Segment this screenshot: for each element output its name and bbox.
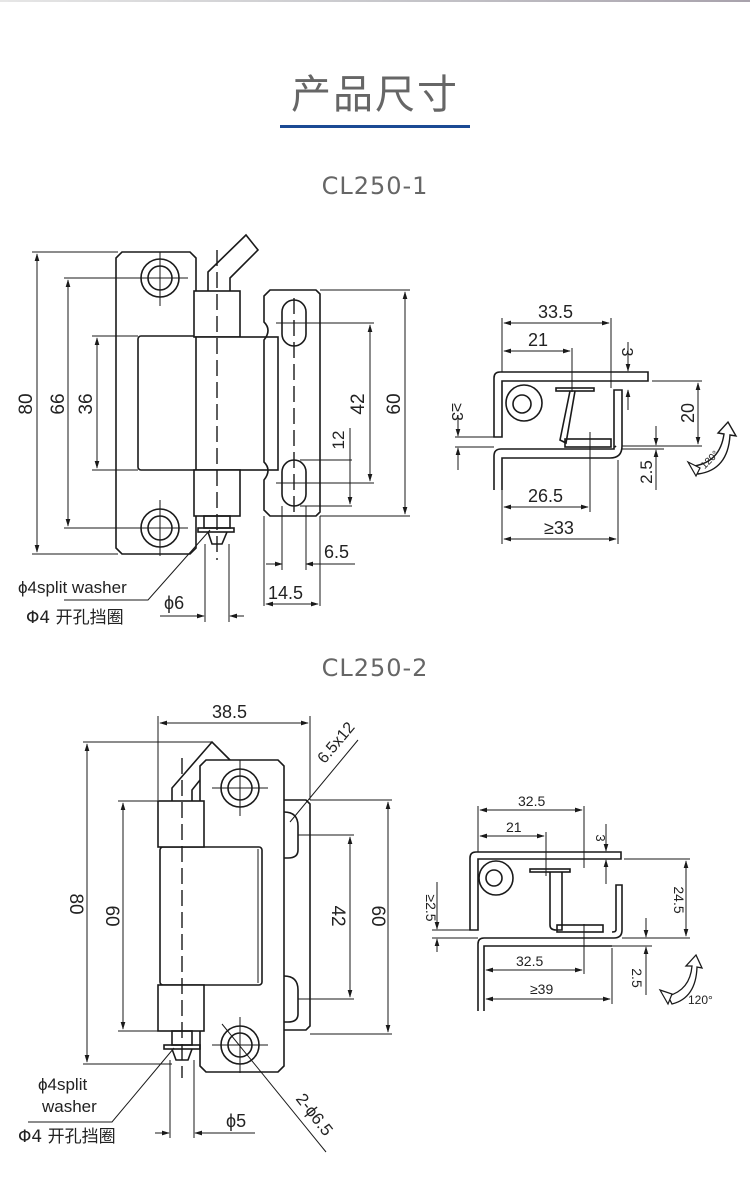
- hinge-body: [137, 335, 199, 471]
- dim-label: ≥39: [530, 981, 553, 997]
- dim-label: 24.5: [671, 886, 687, 913]
- pin-circle-icon: [478, 860, 514, 896]
- pin-handle: [207, 233, 260, 291]
- dim-label: 60: [367, 905, 388, 926]
- dim-label: 42: [327, 905, 348, 926]
- dim-label: 32.5: [518, 793, 545, 809]
- right-leaf: [263, 289, 321, 517]
- dim-label: 36: [76, 393, 97, 414]
- holes-leader: [221, 1023, 327, 1153]
- dim-label: 60: [101, 905, 122, 926]
- back-leaf: [284, 799, 311, 1031]
- washer-label-en-line2: washer: [41, 1097, 97, 1116]
- rotation-arrow-icon: [686, 420, 738, 478]
- hinge-center-body: [195, 336, 279, 471]
- dim-label: 42: [348, 393, 369, 414]
- title-underline: [280, 125, 470, 128]
- split-washer: [197, 527, 235, 533]
- bottom-leaf-profile: [477, 884, 623, 1011]
- top-leaf-profile: [493, 371, 649, 438]
- page-title: 产品尺寸: [291, 72, 459, 118]
- dim-label: ϕ5: [226, 1111, 246, 1131]
- slot: [283, 811, 299, 859]
- pin-handle: [171, 740, 231, 801]
- dim-label: ϕ6: [164, 593, 184, 613]
- left-leaf: [115, 251, 197, 555]
- cl250-1-side-view: ≥3 33.5 21 3 20 2.5 26.5 ≥33: [448, 302, 738, 544]
- dim-label: 80: [65, 893, 86, 914]
- washer-label-en-line1: ϕ4split: [38, 1075, 87, 1094]
- rotation-label: 120°: [688, 993, 713, 1007]
- dim-label: 33.5: [538, 302, 573, 322]
- dim-label: 3: [618, 348, 635, 357]
- dim-label: 66: [48, 393, 69, 414]
- cl250-1-front-view: 80 66 36 42 60 12 6.5 14.5 ϕ6: [16, 233, 410, 628]
- dim-label: 20: [678, 403, 698, 423]
- cl250-2-front-view: 38.5 6.5x12 80 60 42 60 2-ϕ6.5 ϕ5 ϕ4spli…: [18, 702, 392, 1153]
- washer-label-cn: Φ4 开孔挡圈: [18, 1127, 116, 1147]
- dim-label: ≥3: [448, 403, 465, 421]
- dim-label: 21: [506, 819, 522, 835]
- washer-label-cn: Φ4 开孔挡圈: [26, 608, 124, 628]
- slot: [283, 975, 299, 1023]
- mounting-hole-icon: [132, 500, 188, 556]
- dim-label: 3: [593, 834, 608, 841]
- dim-label: 14.5: [268, 583, 303, 603]
- slot-leader: [289, 739, 359, 823]
- dim-label: 6.5: [324, 542, 349, 562]
- dim-label: 80: [16, 393, 37, 414]
- rotation-arrow-icon: [658, 953, 704, 1006]
- top-leaf-profile: [469, 851, 622, 931]
- dim-label: 26.5: [528, 486, 563, 506]
- dim-label: 6.5x12: [315, 719, 359, 767]
- washer-leader: [28, 1047, 175, 1123]
- dim-label: 32.5: [516, 953, 543, 969]
- mounting-hole-icon: [212, 1017, 268, 1073]
- dim-label: 60: [384, 393, 405, 414]
- dim-label: ≥33: [544, 518, 574, 538]
- knuckle-top: [157, 800, 205, 848]
- dim-label: 2.5: [637, 460, 656, 484]
- hinge-body: [159, 846, 263, 986]
- washer-leader: [64, 529, 211, 601]
- dim-label: ≥2.5: [423, 894, 439, 921]
- mounting-hole-icon: [212, 760, 268, 816]
- mounting-hole-icon: [132, 252, 188, 306]
- bottom-leaf-profile: [493, 389, 623, 490]
- top-border: [0, 0, 750, 2]
- cl250-2-side-view: ≥2.5 32.5 21 3 24.5 2.5 32.5 ≥39: [423, 793, 713, 1011]
- model-title-cl250-1: CL250-1: [321, 172, 429, 200]
- knuckle-bottom: [157, 984, 205, 1032]
- dim-label: 21: [528, 330, 548, 350]
- dim-label: 2.5: [629, 968, 645, 988]
- dim-label: 38.5: [212, 702, 247, 722]
- dim-label: 2-ϕ6.5: [292, 1090, 337, 1140]
- washer-label-en: ϕ4split washer: [18, 578, 127, 597]
- model-title-cl250-2: CL250-2: [321, 654, 429, 682]
- pin-circle-icon: [505, 384, 543, 422]
- dim-label: 12: [329, 431, 348, 450]
